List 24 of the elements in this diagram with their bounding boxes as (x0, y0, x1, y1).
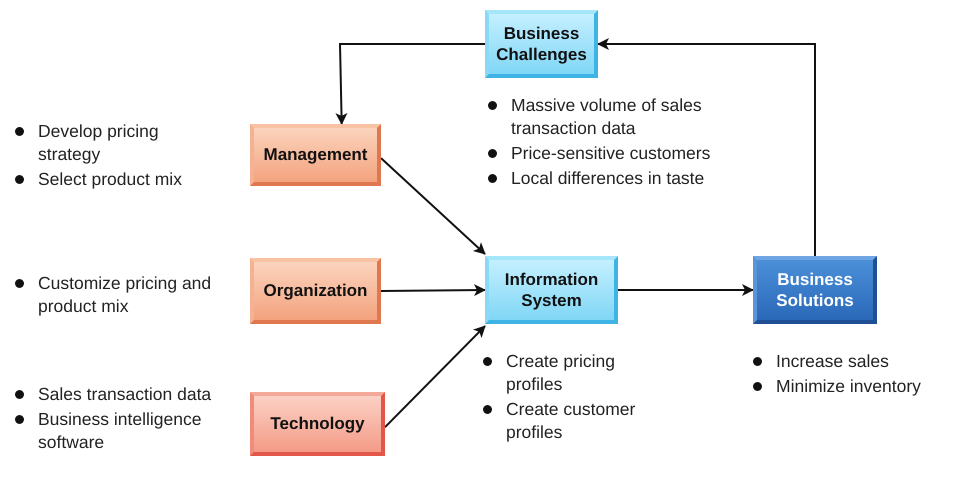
bullet-item: Minimize inventory (750, 375, 955, 398)
bullet-item: Customize pricing and product mix (12, 272, 222, 318)
arrow (618, 284, 754, 296)
process-box: Information System (485, 256, 618, 324)
arrow (335, 43, 485, 125)
bullet-item: Create pricing profiles (480, 350, 640, 396)
bullet-item: Select product mix (12, 168, 222, 192)
bullet-item: Price-sensitive customers (485, 142, 735, 166)
process-box: Business Challenges (485, 10, 598, 78)
process-box: Organization (250, 258, 381, 324)
process-box: Technology (250, 392, 385, 456)
bullet-item: Sales transaction data (12, 383, 240, 406)
bullet-item: Develop pricing strategy (12, 120, 222, 166)
bullet-item: Create customer profiles (480, 398, 640, 444)
arrow (380, 284, 486, 296)
process-box: Management (250, 124, 381, 186)
bullet-item: Local differences in taste (485, 167, 735, 190)
bullet-item: Increase sales (750, 350, 955, 374)
process-box: Business Solutions (753, 256, 877, 324)
arrow (597, 38, 816, 256)
bullet-item: Business intelligence software (12, 408, 240, 454)
bullet-item: Massive volume of sales transaction data (485, 94, 735, 140)
arrow (384, 325, 486, 428)
arrow (380, 157, 486, 255)
